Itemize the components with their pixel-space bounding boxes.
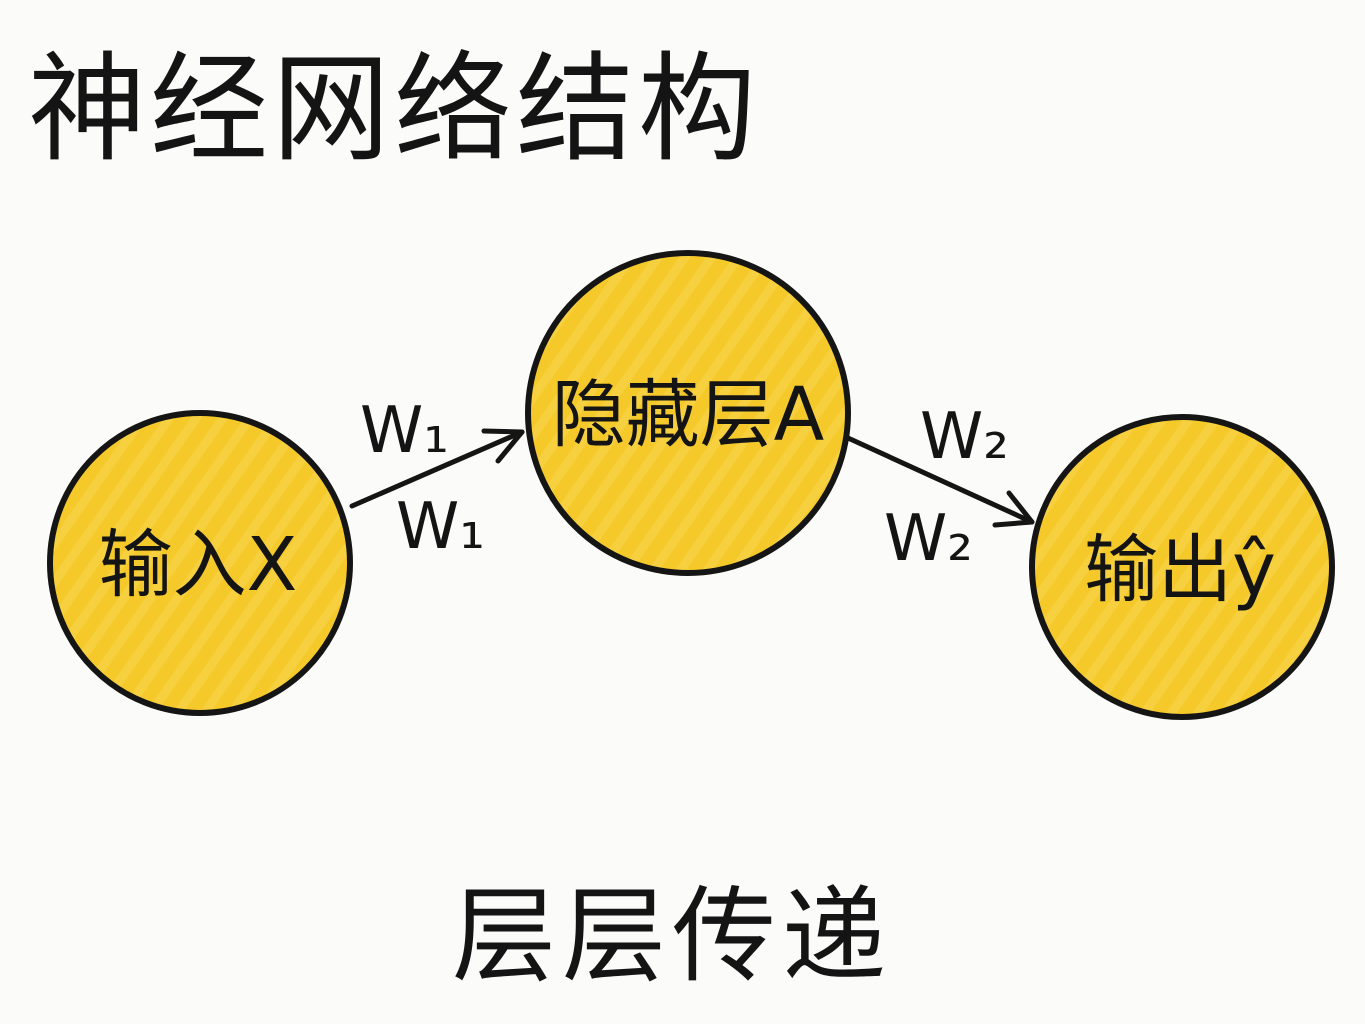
node-output-label: 输出ŷ — [1084, 527, 1276, 613]
page-title: 神经网络结构 — [28, 40, 760, 178]
node-input: 输入X — [47, 410, 353, 716]
weight-label-w1-top: W₁ — [360, 394, 449, 468]
node-output-circle — [1029, 414, 1335, 720]
node-hidden-circle — [525, 250, 851, 576]
weight-label-w2-bottom: W₂ — [884, 502, 973, 576]
edge-line-hidden-output — [845, 435, 1035, 525]
diagram-caption: 层层传递 — [452, 875, 892, 997]
weight-label-w2-top: W₂ — [920, 400, 1009, 474]
edge-input-to-hidden: W₁ W₁ — [349, 394, 525, 564]
node-hidden-label: 隐藏层A — [552, 372, 825, 458]
edge-hidden-to-output: W₂ W₂ — [845, 400, 1035, 576]
node-input-circle — [47, 410, 353, 716]
node-output: 输出ŷ — [1029, 414, 1335, 720]
node-hidden: 隐藏层A — [525, 250, 851, 576]
edge-line-input-hidden — [349, 429, 525, 509]
arrow-head-hidden-output — [992, 490, 1035, 528]
arrow-head-input-hidden — [481, 428, 525, 464]
node-input-label: 输入X — [99, 522, 298, 608]
weight-label-w1-bottom: W₁ — [396, 490, 485, 564]
